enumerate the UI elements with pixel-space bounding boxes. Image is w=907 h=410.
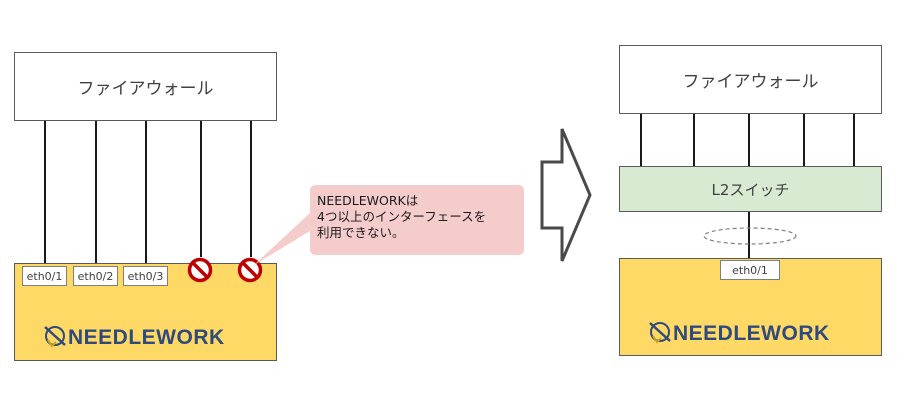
port-label: eth0/1 bbox=[26, 269, 63, 283]
left-port-eth0-2: eth0/2 bbox=[73, 266, 118, 286]
callout-line-2: 4つ以上のインターフェースを bbox=[317, 209, 487, 224]
link-aggregation-ellipse bbox=[703, 227, 797, 245]
left-link-5 bbox=[250, 121, 252, 257]
left-port-eth0-1: eth0/1 bbox=[22, 266, 67, 286]
l2-switch-label: L2スイッチ bbox=[711, 180, 790, 199]
right-link-4 bbox=[803, 114, 805, 166]
callout-bubble bbox=[254, 185, 524, 265]
left-link-3 bbox=[145, 121, 147, 264]
left-link-1 bbox=[44, 121, 46, 264]
left-firewall-box: ファイアウォール bbox=[14, 52, 277, 121]
needle-logo-icon bbox=[44, 326, 66, 348]
right-link-1 bbox=[640, 114, 642, 166]
right-port-eth0-1: eth0/1 bbox=[720, 260, 780, 280]
left-logo-text: NEEDLEWORK bbox=[68, 326, 225, 349]
right-firewall-box: ファイアウォール bbox=[619, 45, 882, 114]
port-label: eth0/3 bbox=[127, 269, 164, 283]
right-link-2 bbox=[693, 114, 695, 166]
right-firewall-label: ファイアウォール bbox=[682, 72, 819, 92]
left-link-2 bbox=[95, 121, 97, 264]
callout-line-1: NEEDLEWORKは bbox=[317, 193, 419, 208]
left-port-eth0-3: eth0/3 bbox=[123, 266, 168, 286]
left-firewall-label: ファイアウォール bbox=[77, 79, 214, 99]
right-arrow-icon bbox=[540, 128, 592, 262]
prohibited-icon bbox=[237, 257, 263, 283]
port-label: eth0/2 bbox=[77, 269, 114, 283]
port-label: eth0/1 bbox=[732, 263, 768, 277]
right-link-3 bbox=[748, 114, 750, 166]
right-logo-text: NEEDLEWORK bbox=[673, 322, 830, 345]
l2-switch-box: L2スイッチ bbox=[619, 166, 882, 212]
needle-logo-icon bbox=[649, 322, 671, 344]
prohibited-icon bbox=[187, 257, 213, 283]
left-link-4 bbox=[200, 121, 202, 257]
right-link-5 bbox=[853, 114, 855, 166]
callout-line-3: 利用できない。 bbox=[317, 225, 405, 240]
callout-text: NEEDLEWORKは 4つ以上のインターフェースを 利用できない。 bbox=[317, 193, 522, 241]
right-uplink bbox=[748, 212, 750, 260]
